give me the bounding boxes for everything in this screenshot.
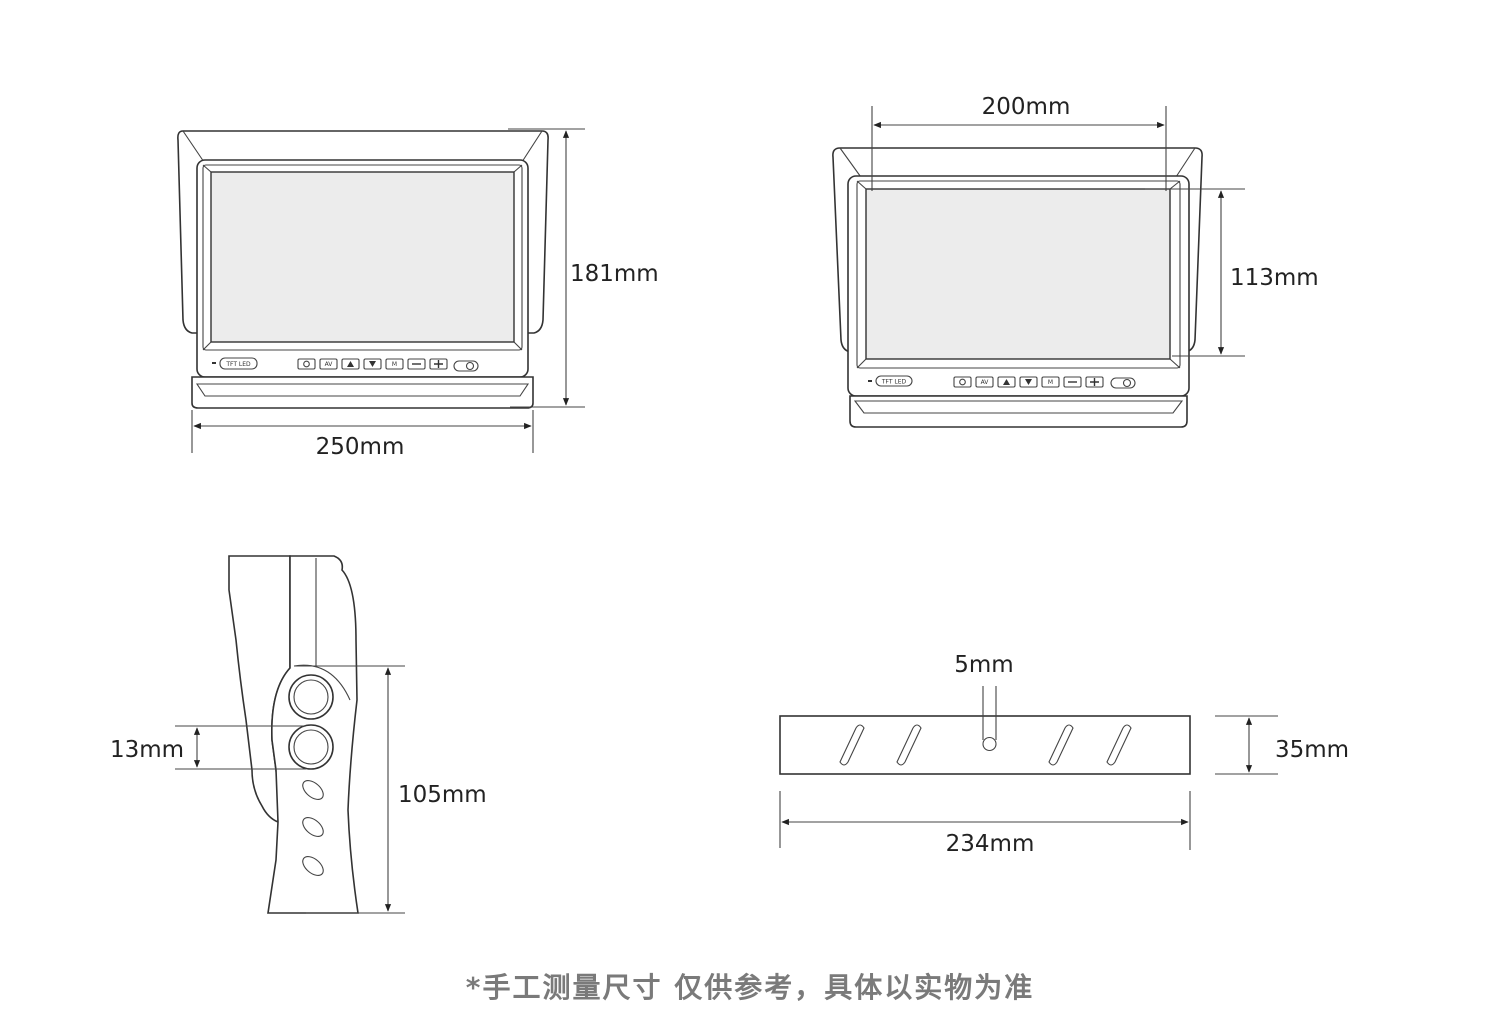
screen-view-minus-button	[1063, 376, 1082, 388]
screen-view-stand	[849, 395, 1188, 428]
svg-text:AV: AV	[325, 361, 334, 368]
plus-icon	[1090, 378, 1099, 386]
side-knob-lower	[288, 724, 334, 770]
front-button-row: AV M	[297, 358, 479, 372]
side-hole	[302, 817, 324, 837]
bracket-height-label: 35mm	[1275, 737, 1349, 763]
bracket-center-hole	[982, 736, 997, 752]
bracket-plate	[779, 715, 1191, 775]
front-brand-badge: TFT LED	[225, 361, 251, 368]
screen-view-up-button	[997, 376, 1016, 388]
screen-view-plus-button	[1085, 376, 1104, 388]
bracket-center-slot	[982, 716, 997, 740]
screen-view-screen	[865, 188, 1171, 360]
screen-view-av-button	[975, 376, 994, 388]
front-down-button	[363, 358, 382, 370]
front-height-label: 181mm	[570, 261, 659, 287]
down-arrow-icon	[1025, 379, 1032, 385]
screen-view-sensor	[1110, 377, 1136, 389]
front-up-button	[341, 358, 360, 370]
side-height-label: 105mm	[398, 782, 487, 808]
plus-icon	[434, 360, 443, 368]
bracket-slot	[1048, 724, 1074, 766]
up-arrow-icon	[1003, 379, 1010, 385]
front-sensor	[453, 360, 479, 372]
screen-view-button-row: AV M	[953, 376, 1136, 389]
side-hole-label: 13mm	[110, 737, 184, 763]
side-view: 105mm 13mm	[110, 555, 487, 914]
screen-view-brand-badge: TFT LED	[881, 379, 907, 386]
side-knob-upper	[288, 674, 334, 720]
side-hole	[302, 856, 324, 876]
front-width-label: 250mm	[316, 434, 405, 460]
svg-text:M: M	[1048, 379, 1053, 386]
screen-width-label: 200mm	[982, 94, 1071, 120]
power-icon	[959, 378, 966, 386]
screen-view-power-button	[953, 376, 972, 388]
front-power-button	[297, 358, 316, 370]
front-stand	[191, 376, 534, 409]
screen-view-down-button	[1019, 376, 1038, 388]
bracket-slot-label: 5mm	[954, 652, 1013, 678]
front-view: TFT LED AV M 250mm 181mm	[177, 128, 659, 460]
bracket-slots	[839, 724, 1132, 766]
power-icon	[303, 360, 310, 368]
side-hole	[302, 780, 324, 800]
up-arrow-icon	[347, 361, 354, 367]
svg-text:AV: AV	[981, 379, 990, 386]
bracket-width-label: 234mm	[946, 831, 1035, 857]
front-plus-button	[429, 358, 448, 370]
bracket-slot	[839, 724, 865, 766]
screen-view: TFT LED AV M 200mm 113mm	[832, 94, 1319, 428]
bracket-view: 5mm 35mm 234mm	[779, 652, 1349, 857]
front-screen	[210, 171, 515, 343]
down-arrow-icon	[369, 361, 376, 367]
screen-height-label: 113mm	[1230, 265, 1319, 291]
front-av-button	[319, 358, 338, 370]
screen-view-m-button	[1041, 376, 1060, 388]
front-m-button	[385, 358, 404, 370]
front-minus-button	[407, 358, 426, 370]
bracket-slot	[1106, 724, 1132, 766]
svg-text:M: M	[392, 361, 397, 368]
bracket-slot	[896, 724, 922, 766]
footnote: *手工测量尺寸 仅供参考，具体以实物为准	[465, 971, 1035, 1004]
